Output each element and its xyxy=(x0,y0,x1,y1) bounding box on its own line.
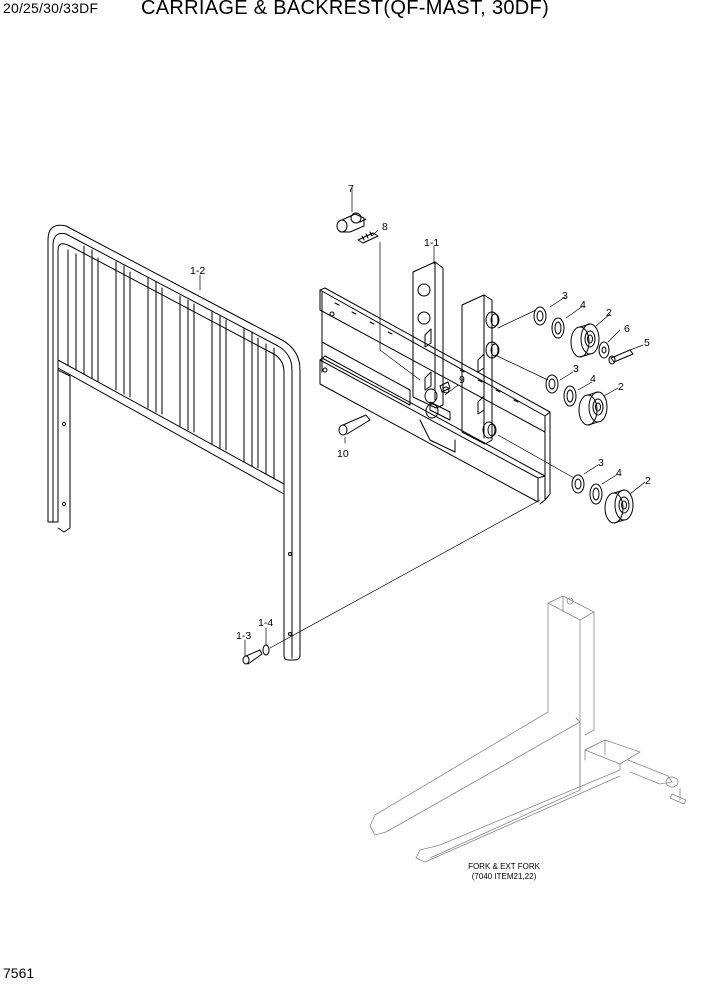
callout-4-lower: 4 xyxy=(616,467,622,479)
fork-reference xyxy=(369,595,687,863)
part-1-3-bolt xyxy=(242,649,263,665)
callout-4-middle: 4 xyxy=(590,373,596,385)
callout-8: 8 xyxy=(382,221,388,233)
part-1-4-washer xyxy=(262,644,270,656)
callout-1-3: 1-3 xyxy=(236,630,251,642)
fork-note-line2: (7040 ITEM21,22) xyxy=(472,872,537,881)
callout-1-1: 1-1 xyxy=(424,237,439,249)
callout-3-middle: 3 xyxy=(573,363,579,375)
callout-3-upper: 3 xyxy=(562,290,568,302)
callout-4-upper: 4 xyxy=(580,299,586,311)
callout-7: 7 xyxy=(348,183,354,195)
part-8-bolt xyxy=(357,231,379,244)
callout-1-4: 1-4 xyxy=(258,617,273,629)
callout-2-upper: 2 xyxy=(606,307,612,319)
roller-set-upper xyxy=(533,306,634,365)
callout-labels: 7 8 1-1 1-2 3 4 2 6 5 3 4 2 9 10 3 4 2 1… xyxy=(190,183,651,642)
part-9-bolt xyxy=(439,381,451,393)
callout-3-lower: 3 xyxy=(598,457,604,469)
model-range: 20/25/30/33DF xyxy=(3,0,99,16)
callout-2-lower: 2 xyxy=(645,475,651,487)
fork-note-line1: FORK & EXT FORK xyxy=(468,862,541,871)
page-number: 7561 xyxy=(3,965,35,981)
callout-1-2: 1-2 xyxy=(190,265,205,277)
part-10-bolt xyxy=(338,414,371,436)
callout-10: 10 xyxy=(337,448,349,460)
callout-6: 6 xyxy=(624,323,630,335)
roller-set-lower xyxy=(571,474,634,524)
roller-set-middle xyxy=(545,374,608,426)
fork-note: FORK & EXT FORK (7040 ITEM21,22) xyxy=(468,862,541,881)
callout-2-middle: 2 xyxy=(618,381,624,393)
part-7-shaft xyxy=(336,212,367,233)
page-title: CARRIAGE & BACKREST(QF-MAST, 30DF) xyxy=(141,0,550,19)
backrest xyxy=(47,224,301,661)
callout-9: 9 xyxy=(459,374,465,386)
callout-5: 5 xyxy=(644,337,650,349)
leader-lines xyxy=(199,186,646,657)
carriage xyxy=(319,261,551,505)
